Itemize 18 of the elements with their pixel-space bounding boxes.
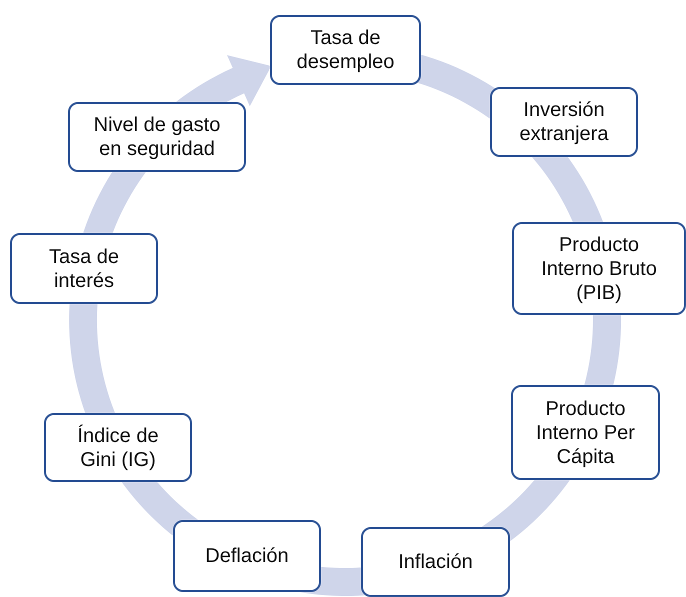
process-box [511, 385, 660, 480]
process-box [10, 233, 158, 304]
box-label: Nivel de gasto en seguridad [92, 113, 222, 161]
process-box [173, 520, 321, 592]
box-label: Tasa de interés [48, 244, 120, 292]
box-label: Producto Interno Bruto (PIB) [540, 232, 658, 304]
box-label: Tasa de desempleo [296, 26, 396, 74]
box-label: Índice de Gini (IG) [76, 424, 160, 472]
process-box [68, 102, 246, 172]
box-label: Producto Interno Per Cápita [535, 396, 636, 468]
process-box [44, 413, 192, 482]
process-box [512, 222, 686, 315]
box-label: Inflación [398, 550, 473, 574]
box-label: Inversión extranjera [518, 98, 610, 146]
process-box [490, 87, 638, 157]
box-label: Deflación [205, 544, 289, 568]
process-box [270, 15, 421, 85]
process-box [361, 527, 510, 597]
